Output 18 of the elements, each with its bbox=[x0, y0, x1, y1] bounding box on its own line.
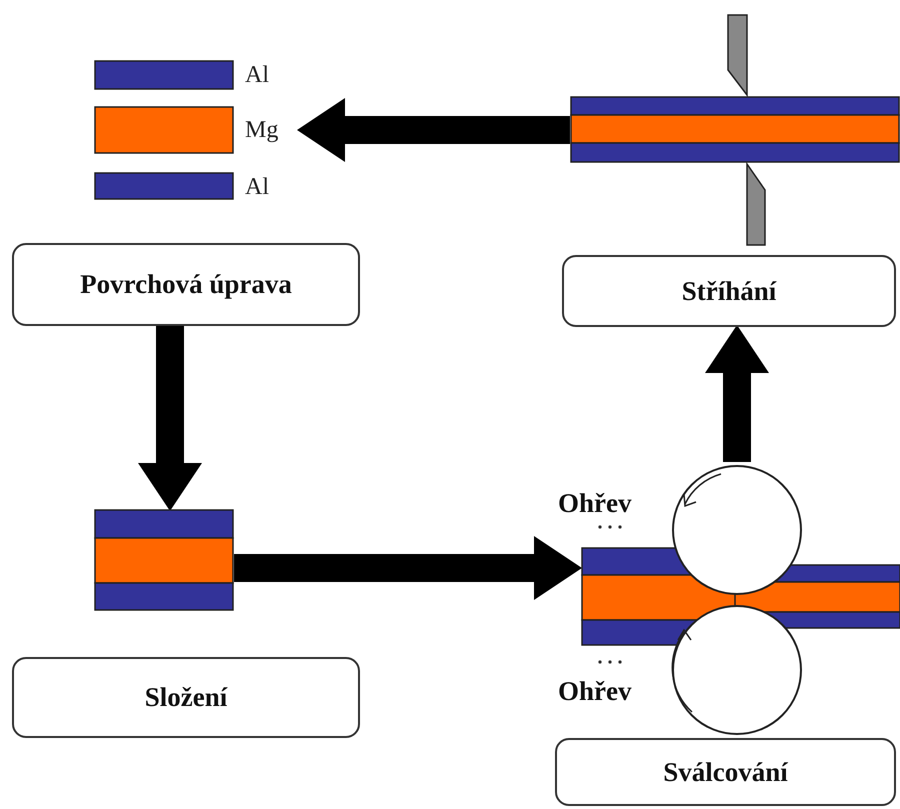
material-label: Al bbox=[245, 63, 269, 87]
layer-stack-drawing bbox=[94, 509, 234, 611]
process-box bbox=[12, 657, 360, 738]
heating-label: Ohřev bbox=[558, 490, 632, 517]
step-label: Sválcování bbox=[663, 756, 788, 788]
material-label: Mg bbox=[245, 118, 278, 142]
block-arrow bbox=[297, 98, 570, 162]
process-box bbox=[555, 738, 896, 806]
heating-label: Ohřev bbox=[558, 678, 632, 705]
step-label: Složení bbox=[144, 682, 228, 713]
process-box bbox=[562, 255, 896, 327]
block-arrow bbox=[234, 536, 582, 600]
material-label: Al bbox=[245, 175, 269, 199]
step-label: Stříhání bbox=[682, 276, 776, 306]
block-arrow bbox=[705, 325, 769, 462]
process-box bbox=[12, 243, 360, 326]
block-arrow bbox=[138, 326, 202, 511]
step-label: Povrchová úprava bbox=[80, 269, 292, 300]
